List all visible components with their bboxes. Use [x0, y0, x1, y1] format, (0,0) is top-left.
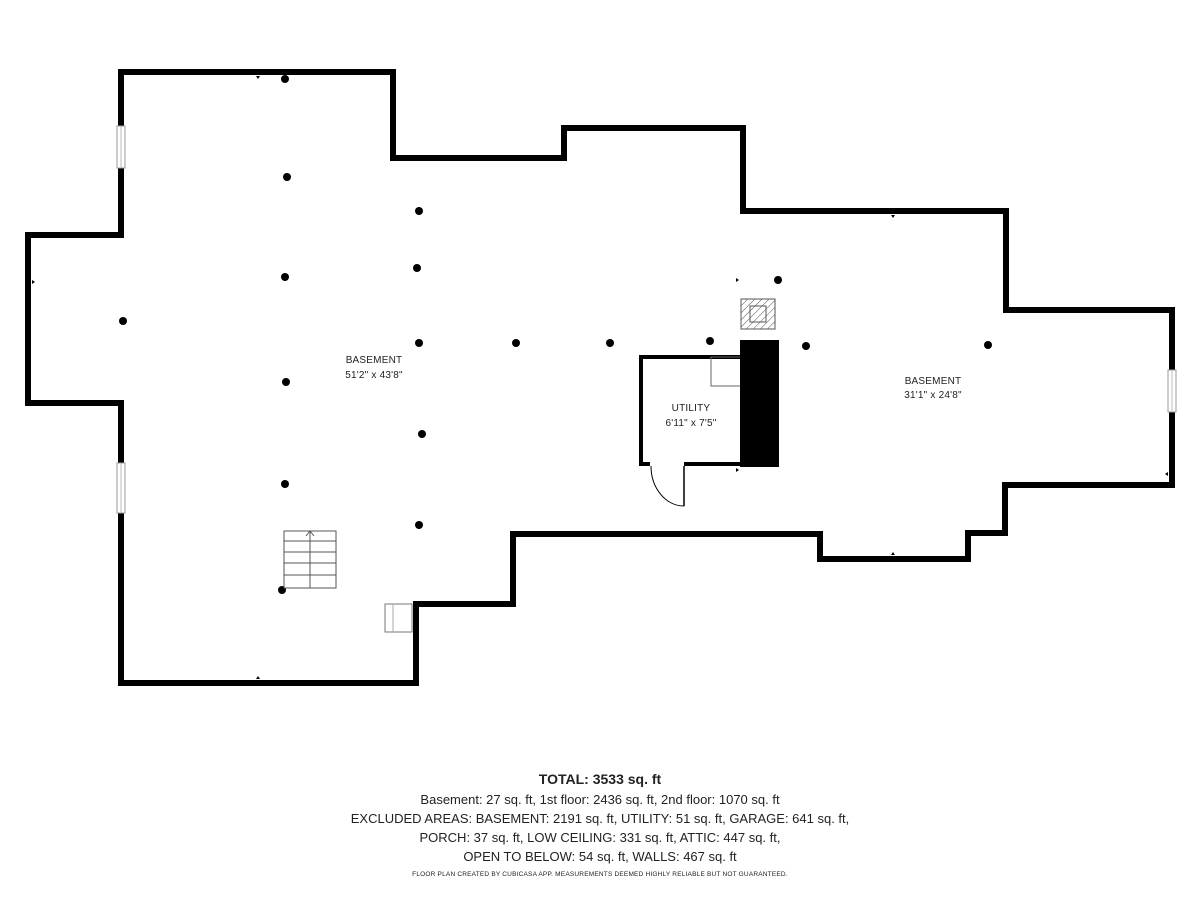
support-post: [415, 339, 423, 347]
chimney-block: [740, 340, 779, 467]
support-post: [706, 337, 714, 345]
utility-room-wall: [639, 355, 745, 466]
support-post: [282, 378, 290, 386]
support-post: [415, 521, 423, 529]
support-post: [413, 264, 421, 272]
area-breakdown-excluded-3: OPEN TO BELOW: 54 sq. ft, WALLS: 467 sq.…: [463, 849, 737, 864]
support-post: [415, 207, 423, 215]
window: [116, 125, 126, 169]
support-post: [606, 339, 614, 347]
support-post: [119, 317, 127, 325]
window: [116, 462, 126, 514]
room-name-basement-east: BASEMENT: [905, 376, 962, 387]
area-breakdown-floors: Basement: 27 sq. ft, 1st floor: 2436 sq.…: [420, 792, 780, 807]
staircase-icon: [283, 530, 337, 589]
support-post: [281, 480, 289, 488]
disclaimer-footer: FLOOR PLAN CREATED BY CUBICASA APP. MEAS…: [412, 871, 788, 878]
support-post: [512, 339, 520, 347]
total-area: TOTAL: 3533 sq. ft: [538, 771, 662, 787]
support-post: [802, 342, 810, 350]
room-dimensions-utility: 6'11" x 7'5": [666, 418, 717, 429]
flue-icon: [740, 298, 776, 330]
wall-markers: [32, 76, 1168, 679]
sump-box: [384, 603, 413, 633]
support-post: [281, 273, 289, 281]
support-posts: [119, 75, 992, 594]
support-post: [281, 75, 289, 83]
support-post: [774, 276, 782, 284]
room-dimensions-basement-east: 31'1" x 24'8": [904, 390, 962, 401]
support-post: [283, 173, 291, 181]
area-breakdown-excluded-1: EXCLUDED AREAS: BASEMENT: 2191 sq. ft, U…: [350, 811, 850, 826]
room-name-basement-main: BASEMENT: [346, 355, 403, 366]
window: [1167, 369, 1177, 413]
exterior-wall: [25, 69, 1175, 686]
utility-door: [650, 461, 685, 507]
support-post: [418, 430, 426, 438]
area-breakdown-excluded-2: PORCH: 37 sq. ft, LOW CEILING: 331 sq. f…: [419, 830, 781, 845]
room-name-utility: UTILITY: [672, 403, 711, 414]
support-post: [984, 341, 992, 349]
room-dimensions-basement-main: 51'2" x 43'8": [345, 370, 403, 381]
